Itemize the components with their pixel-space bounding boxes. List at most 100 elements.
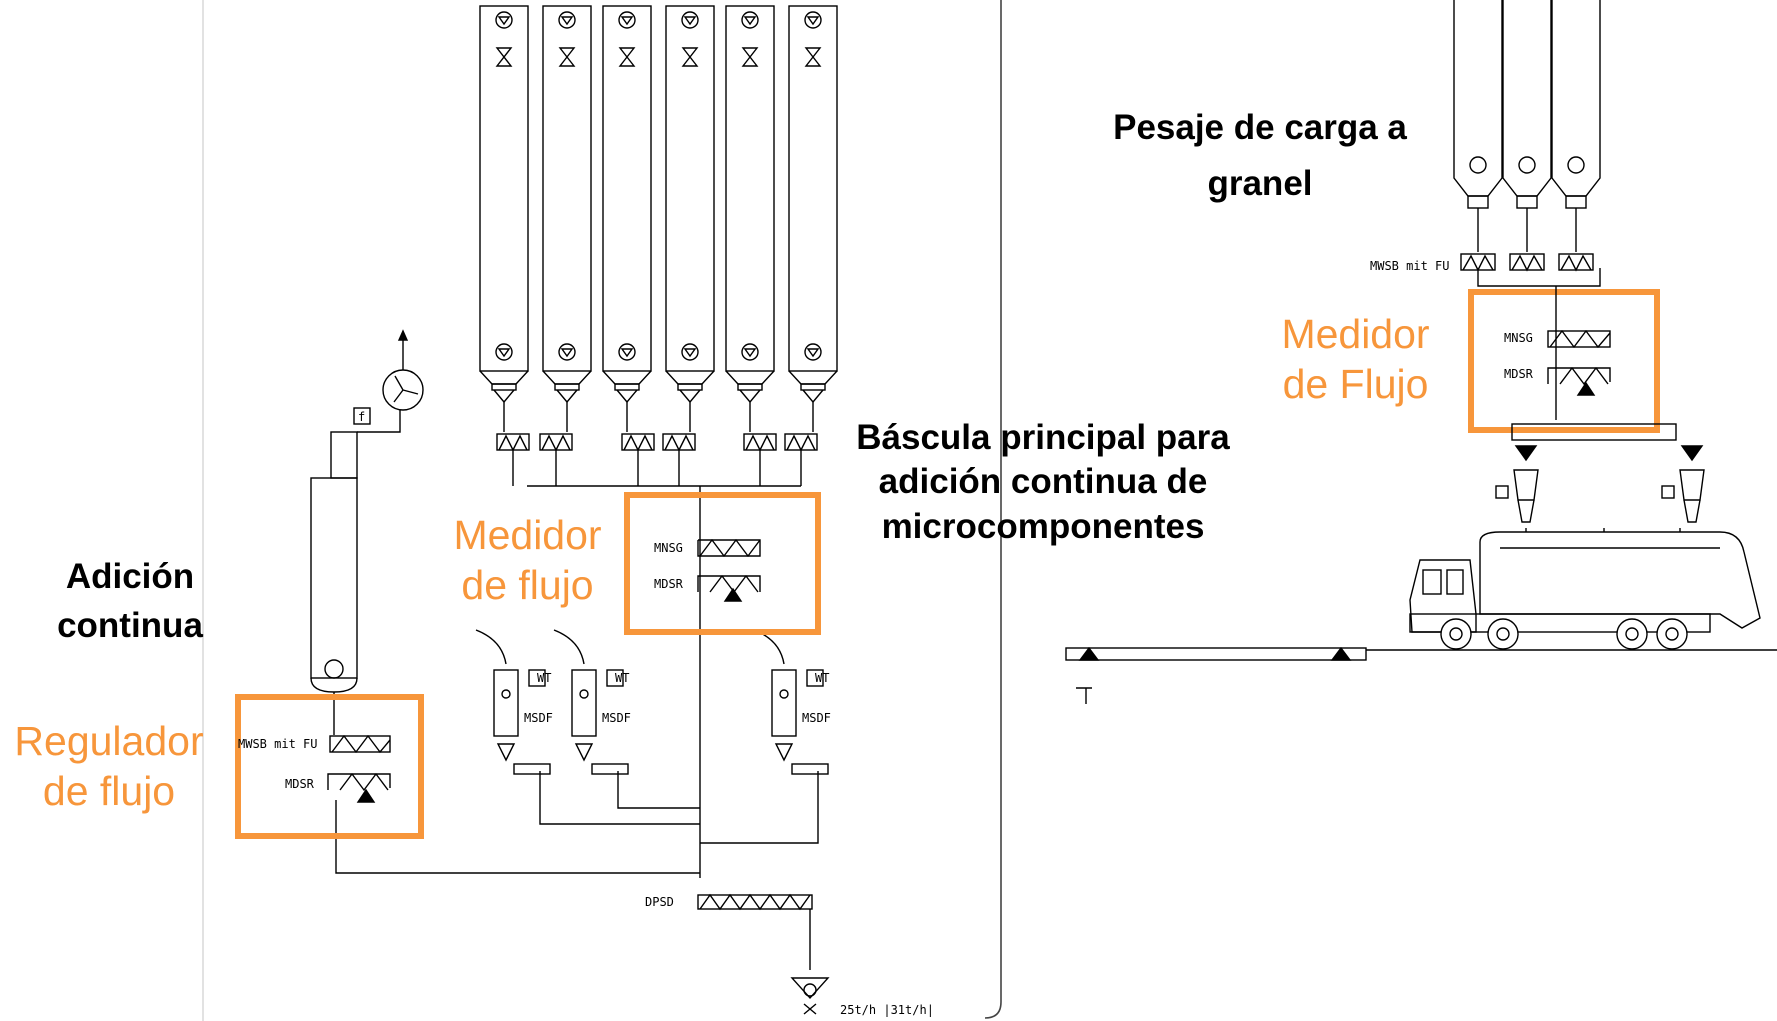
bulk-silo-outlet bbox=[1516, 195, 1538, 209]
feeder-zigzag bbox=[786, 434, 816, 452]
msdf-hopper bbox=[771, 669, 797, 737]
truck-wheel-3 bbox=[1616, 618, 1648, 650]
silo-gate-icon bbox=[681, 47, 699, 67]
silo-top-valve-mark bbox=[560, 16, 574, 26]
weigh-triangle-left bbox=[356, 788, 376, 803]
silo-gate-icon bbox=[558, 47, 576, 67]
feeder-1 bbox=[496, 433, 530, 486]
silo-feeders bbox=[496, 433, 818, 486]
msdf-mixer-icon bbox=[779, 689, 789, 699]
spout-valve-box bbox=[1661, 485, 1675, 499]
wt-label-1: WT bbox=[537, 671, 551, 685]
wt-label-2: WT bbox=[615, 671, 629, 685]
silo-cone bbox=[725, 370, 775, 385]
medidor-right-text: Medidor de Flujo bbox=[1281, 311, 1430, 408]
regulador-text: Regulador de flujo bbox=[14, 718, 204, 815]
bulk-silo-valve-icon bbox=[1469, 156, 1487, 174]
loading-spout-2 bbox=[1661, 445, 1705, 523]
msdf-feed-arrow bbox=[475, 629, 507, 665]
dpsd-zigzag bbox=[699, 893, 811, 911]
bulk-silo-1 bbox=[1453, 0, 1503, 272]
mdsr-label-right: MDSR bbox=[1504, 367, 1534, 381]
silo-hopper bbox=[739, 389, 761, 404]
silo-outlet bbox=[800, 383, 826, 391]
silo-top-valve-icon bbox=[495, 11, 513, 29]
mnsg-label-right: MNSG bbox=[1504, 331, 1533, 345]
feeder-box bbox=[539, 433, 573, 451]
silo-bottom-valve-mark bbox=[497, 348, 511, 358]
msdf-unit-3 bbox=[753, 629, 829, 775]
wheel-hub bbox=[1625, 627, 1639, 641]
mdsr-label-center: MDSR bbox=[654, 577, 684, 591]
adicion-text: Adición continua bbox=[57, 557, 203, 645]
bulk-feeder-box bbox=[1460, 253, 1496, 271]
silo-hopper bbox=[493, 389, 515, 404]
msdf-mixer-icon bbox=[501, 689, 511, 699]
bulk-silo-body bbox=[1453, 0, 1503, 197]
feeder-box bbox=[621, 433, 655, 451]
msdf-label-3: MSDF bbox=[802, 711, 831, 725]
mwsb-screw-left bbox=[329, 735, 391, 753]
feeder-2 bbox=[539, 433, 573, 486]
medidor-center-label: Medidor de flujo bbox=[440, 510, 615, 610]
truck-window-1 bbox=[1422, 569, 1442, 595]
wt-box bbox=[806, 669, 824, 687]
silo-top-valve-icon bbox=[618, 11, 636, 29]
feeder-box bbox=[496, 433, 530, 451]
weigh-platform bbox=[1065, 647, 1367, 661]
silo-top-valve-icon bbox=[681, 11, 699, 29]
feeder-3 bbox=[621, 433, 655, 486]
outlet-valve-symbol bbox=[803, 1003, 817, 1015]
silo-outlet bbox=[737, 383, 763, 391]
truck-wheels bbox=[1440, 618, 1688, 650]
platform-support-left bbox=[1078, 646, 1100, 661]
silo-outlet bbox=[554, 383, 580, 391]
bascula-label: Báscula principal para adición continua … bbox=[848, 416, 1238, 549]
section-divider bbox=[984, 0, 1002, 1019]
pesaje-label: Pesaje de carga a granel bbox=[1095, 100, 1425, 212]
msdf-feeders bbox=[475, 629, 829, 775]
filter-symbol-label: f bbox=[358, 410, 365, 424]
feeder-box bbox=[743, 433, 777, 451]
silo-cone bbox=[542, 370, 592, 385]
spout-valve-icon bbox=[1680, 445, 1704, 462]
silo-hopper bbox=[556, 389, 578, 404]
silo-row bbox=[479, 5, 838, 432]
msdf-funnel bbox=[574, 743, 594, 762]
silo-bottom-valve-mark bbox=[743, 348, 757, 358]
silo-bottom-valve-icon bbox=[618, 343, 636, 361]
silo-outlet bbox=[614, 383, 640, 391]
msdf-hopper bbox=[493, 669, 519, 737]
silo-cone bbox=[665, 370, 715, 385]
msdf-hopper bbox=[571, 669, 597, 737]
wt-label-3: WT bbox=[815, 671, 829, 685]
silo-bottom-valve-mark bbox=[560, 348, 574, 358]
bulk-silo-valve-icon bbox=[1567, 156, 1585, 174]
bulk-feeder-box bbox=[1509, 253, 1545, 271]
feeder-box bbox=[784, 433, 818, 451]
silo-bottom-valve-icon bbox=[681, 343, 699, 361]
silo-bottom-valve-mark bbox=[806, 348, 820, 358]
dpsd-conveyor bbox=[697, 894, 813, 910]
truck-chassis bbox=[1409, 613, 1711, 633]
highlight-regulador bbox=[235, 694, 424, 839]
silo-2 bbox=[542, 5, 592, 432]
bulk-silo-3 bbox=[1551, 0, 1601, 272]
regulador-label: Regulador de flujo bbox=[8, 716, 210, 816]
bulk-feeder-zigzag bbox=[1511, 254, 1543, 272]
truck-wheel-2 bbox=[1487, 618, 1519, 650]
mwsb-label-right: MWSB mit FU bbox=[1370, 259, 1449, 273]
bulk-collector-line bbox=[1477, 268, 1601, 287]
medidor-center-text: Medidor de flujo bbox=[453, 512, 602, 609]
silo-body bbox=[542, 5, 592, 372]
silo-body bbox=[479, 5, 529, 372]
bulk-silo-outlet bbox=[1565, 195, 1587, 209]
bulk-silo-body bbox=[1551, 0, 1601, 197]
silo-top-valve-icon bbox=[804, 11, 822, 29]
truck-window-2 bbox=[1446, 569, 1464, 595]
silo-body bbox=[725, 5, 775, 372]
silo-bottom-valve-mark bbox=[683, 348, 697, 358]
filter-box bbox=[353, 407, 371, 425]
mnsg-zigzag-right bbox=[1549, 329, 1611, 349]
